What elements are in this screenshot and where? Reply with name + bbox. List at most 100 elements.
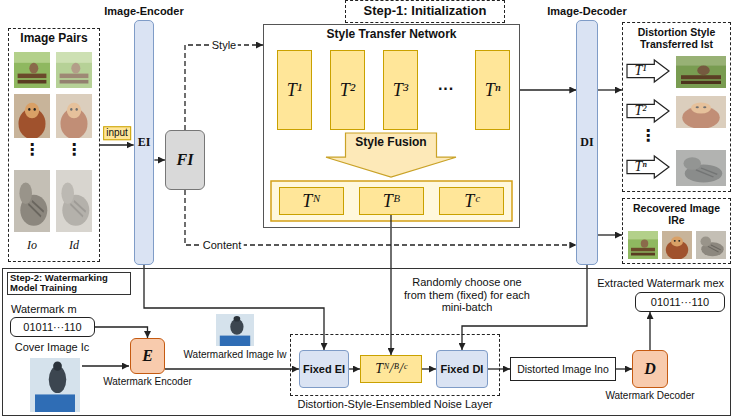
watermark-bits-box: Watermark m01011···110: [10, 317, 95, 337]
connector: [488, 368, 510, 369]
label-text: ···: [438, 80, 454, 98]
node-text: Step-2: Watermarking Model Training: [7, 272, 131, 295]
style-block: Tⁿ: [475, 50, 510, 130]
node-text: Image-Encoder: [104, 5, 183, 18]
node-text: Image-Decoder: [547, 5, 626, 18]
node-text: T¹: [635, 63, 662, 79]
edge-label: Style: [210, 39, 238, 52]
style-block: T³: [383, 50, 418, 130]
node-text: Fixed DI: [441, 363, 484, 376]
label-text: ⋮: [66, 141, 82, 159]
node-text: Tᶜ: [464, 191, 479, 212]
shape-path: [627, 156, 669, 178]
feature-box: FI: [165, 130, 205, 190]
node-text: Extracted Watermark mex: [597, 277, 724, 290]
shape-path: [627, 60, 669, 82]
node-text: E: [142, 347, 153, 365]
fused-style-block: Tᴺ: [279, 187, 344, 215]
node-text: Tᴺ/ᴮ/ᶜ: [375, 361, 407, 377]
connector: [598, 234, 622, 235]
connector: [154, 159, 165, 160]
node-text: DI: [580, 136, 593, 150]
node-text: Style Fusion: [355, 136, 426, 150]
node-text: T³: [393, 80, 408, 101]
node-text: T²: [340, 80, 355, 101]
photo-thumbnail: [676, 96, 726, 129]
node-text: FI: [177, 151, 194, 169]
distortion-output-box: Distortion Style Transferred IstT¹ T² Tⁿ: [622, 22, 731, 192]
photo-thumbnail: [14, 52, 50, 88]
chosen-style-block: Tᴺ/ᴮ/ᶜ: [360, 355, 422, 383]
node-text: EI: [138, 136, 151, 150]
node-text: Distortion-Style-Ensembled Noise Layer: [297, 398, 492, 411]
tint-overlay: [56, 170, 92, 232]
connector: [185, 45, 263, 130]
edge-label: input: [103, 126, 131, 140]
connector: [349, 368, 360, 369]
watermark-decoder-box: DWatermark Decoder: [632, 350, 668, 388]
style-fusion-arrow: Style Fusion: [326, 133, 456, 177]
node-text: Distorted Image Ino: [517, 363, 609, 375]
fixed-encoder-box: Fixed EI: [299, 350, 349, 388]
photo-thumbnail: [56, 94, 92, 139]
style-block: T²: [330, 50, 365, 130]
extracted-bits-box: Extracted Watermark mex01011···110: [635, 292, 725, 312]
connector: [165, 368, 299, 369]
node-text: Watermark Decoder: [605, 390, 694, 402]
photo-thumbnail: [676, 150, 726, 186]
connector: [598, 89, 622, 90]
node-text: Tⁿ: [485, 80, 501, 101]
photo-thumbnail: [14, 94, 50, 139]
node-text: Tⁿ: [634, 159, 661, 175]
node-text: Tᴮ: [383, 191, 401, 212]
label-text: Id: [69, 239, 79, 253]
connector: [144, 265, 324, 350]
connector: [649, 312, 650, 350]
training-region: Step-2: Watermarking Model TrainingWater…: [2, 268, 731, 416]
node-text: Recovered Image IRe: [623, 202, 730, 226]
connector: [422, 368, 436, 369]
node-text: Step-1: Initialization: [364, 4, 487, 19]
photo-thumbnail: [14, 170, 50, 232]
photo-thumbnail: [676, 56, 726, 88]
photo-thumbnail: [56, 170, 92, 232]
fused-style-block: Tᶜ: [439, 187, 504, 215]
node-text: Distortion Style Transferred Ist: [623, 26, 730, 50]
noise-layer-box: Distortion-Style-Ensembled Noise LayerFi…: [290, 334, 500, 396]
edge-label: Randomly choose one from them (fixed) fo…: [398, 276, 536, 314]
image-pairs-box: Image Pairs: [8, 28, 100, 262]
label-text: Cover Image Ic: [15, 341, 90, 354]
node-text: Watermark m: [11, 303, 77, 316]
node-text: Style Transfer Network: [326, 28, 456, 42]
node-text: Tᴺ: [302, 191, 320, 212]
label-text: Watermarked Image Iw: [184, 349, 287, 361]
watermarked-photo: [216, 314, 254, 346]
photo-thumbnail: [662, 231, 692, 260]
edge-label: Content: [201, 239, 244, 252]
tint-overlay: [676, 96, 726, 128]
shape-outline: [627, 156, 669, 178]
cover-arrow: [82, 365, 129, 366]
tint-overlay: [56, 94, 92, 138]
node-text: T²: [635, 103, 662, 119]
step-label-box: Step-1: Initialization: [345, 0, 505, 23]
connector: [616, 368, 632, 369]
connector: [100, 144, 134, 145]
fused-style-block: Tᴮ: [359, 187, 424, 215]
shape-path: [326, 133, 456, 177]
style-arrow: T¹: [627, 60, 669, 82]
style-transfer-network: Style Transfer NetworkT¹ T² T³ TⁿStyle Fusi…: [263, 24, 520, 228]
node-text: Watermark Encoder: [103, 376, 192, 388]
fixed-decoder-box: Fixed DI: [436, 350, 488, 388]
photo-thumbnail: [628, 231, 658, 259]
label-text: ⋮: [24, 141, 40, 159]
connector: [95, 327, 148, 338]
watermark-encoder-box: EWatermark Encoder: [130, 338, 165, 374]
photo-thumbnail: [56, 52, 92, 88]
node-text: Fixed EI: [303, 363, 345, 376]
recovered-output-box: Recovered Image IRe: [622, 198, 731, 264]
node-text: T¹: [287, 80, 302, 101]
image-encoder-bar: Image-EncoderEI: [134, 20, 155, 265]
style-arrow: Tⁿ: [627, 156, 669, 178]
